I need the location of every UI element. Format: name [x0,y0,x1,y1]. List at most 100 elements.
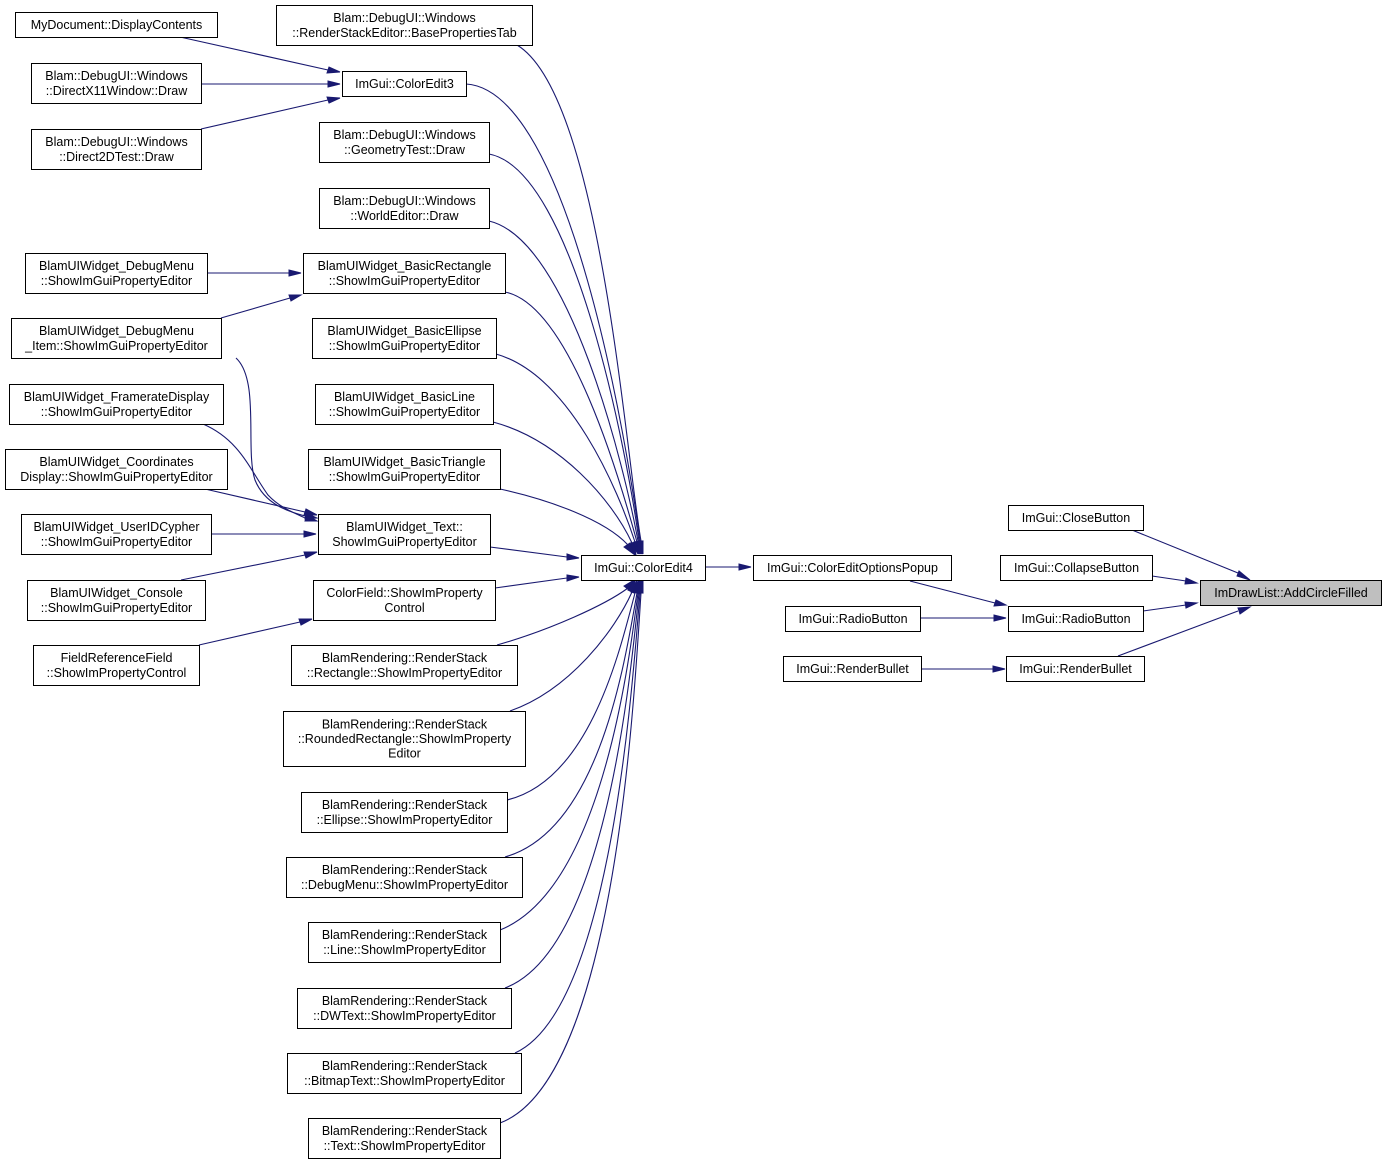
node-frameratedisplay[interactable]: BlamUIWidget_FramerateDisplay::ShowImGui… [9,384,224,425]
node-debugmenu_item[interactable]: BlamUIWidget_DebugMenu_Item::ShowImGuiPr… [11,318,222,359]
node-colorfield[interactable]: ColorField::ShowImPropertyControl [313,580,496,621]
node-label: ImGui::CollapseButton [1014,561,1139,575]
node-direct2dtest[interactable]: Blam::DebugUI::Windows::Direct2DTest::Dr… [31,129,202,170]
edge-rs_roundedrect-to-coloredit4 [509,578,636,712]
node-label: BlamUIWidget_BasicEllipse [327,324,481,338]
node-label: _Item::ShowImGuiPropertyEditor [24,339,208,353]
node-box [25,253,208,294]
node-radiobutton_l[interactable]: ImGui::RadioButton [785,606,921,632]
node-label: ImGui::ColorEdit3 [355,77,454,91]
node-label: BlamUIWidget_FramerateDisplay [24,390,210,404]
node-label: BlamRendering::RenderStack [322,1059,488,1073]
node-basicrectangle[interactable]: BlamUIWidget_BasicRectangle::ShowImGuiPr… [303,253,506,294]
node-label: BlamUIWidget_Coordinates [39,455,193,469]
node-label: BlamRendering::RenderStack [322,863,488,877]
node-renderbullet_l[interactable]: ImGui::RenderBullet [783,656,922,682]
node-label: ::RoundedRectangle::ShowImProperty [298,732,512,746]
node-debugmenu[interactable]: BlamUIWidget_DebugMenu::ShowImGuiPropert… [25,253,208,294]
edge-line [180,554,306,581]
edge-line [495,353,636,543]
edge-worldeditor-to-coloredit4 [488,220,641,555]
node-basictriangle[interactable]: BlamUIWidget_BasicTriangle::ShowImGuiPro… [308,449,501,490]
arrowhead-icon [326,66,341,74]
node-label: ShowImGuiPropertyEditor [332,535,477,549]
edge-text_widget-to-coloredit4 [489,546,580,561]
arrowhead-icon [636,579,644,594]
node-directx11[interactable]: Blam::DebugUI::Windows::DirectX11Window:… [31,63,202,104]
arrowhead-icon [1184,577,1199,585]
arrowhead-icon [298,618,313,626]
edge-line [200,99,329,130]
node-rs_text[interactable]: BlamRendering::RenderStack::Text::ShowIm… [308,1118,501,1159]
edge-closebutton-to-root [1131,529,1251,581]
node-box [297,988,512,1029]
node-rs_rectangle[interactable]: BlamRendering::RenderStack::Rectangle::S… [291,645,518,686]
node-box [9,384,224,425]
edge-directx11-to-coloredit3 [201,80,341,88]
node-coordinates[interactable]: BlamUIWidget_CoordinatesDisplay::ShowImG… [5,449,228,490]
edge-line [204,488,306,513]
node-rs_bitmaptext[interactable]: BlamRendering::RenderStack::BitmapText::… [287,1053,522,1094]
node-collapsebutton[interactable]: ImGui::CollapseButton [1000,555,1153,581]
node-basicellipse[interactable]: BlamUIWidget_BasicEllipse::ShowImGuiProp… [312,318,497,359]
node-geometrytest[interactable]: Blam::DebugUI::Windows::GeometryTest::Dr… [319,122,490,163]
node-box [15,12,218,38]
node-rs_roundedrect[interactable]: BlamRendering::RenderStack::RoundedRecta… [283,711,526,767]
node-label: ::Rectangle::ShowImPropertyEditor [307,666,502,680]
node-rs_line[interactable]: BlamRendering::RenderStack::Line::ShowIm… [308,922,501,963]
arrowhead-icon [993,614,1007,622]
node-coloreditoptionspopup[interactable]: ImGui::ColorEditOptionsPopup [753,555,952,581]
edge-line [516,44,642,542]
edge-collapsebutton-to-root [1151,575,1199,585]
arrowhead-icon [1236,570,1251,581]
edge-direct2dtest-to-coloredit3 [200,96,341,130]
node-label: ::ShowImGuiPropertyEditor [41,535,192,549]
node-label: Blam::DebugUI::Windows [333,194,475,208]
edge-coordinates-to-text_widget [204,488,318,516]
edge-debugmenu-to-basicrectangle [207,269,302,277]
edges-layer [179,36,1252,1124]
node-basepropertiestab[interactable]: Blam::DebugUI::Windows::RenderStackEdito… [276,5,533,46]
node-rs_dwtext[interactable]: BlamRendering::RenderStack::DWText::Show… [297,988,512,1029]
edge-basicrectangle-to-coloredit4 [504,291,640,555]
nodes-layer: ImDrawList::AddCircleFilled ImGui::CloseB… [5,5,1382,1159]
edge-renderbullet_l-to-renderbullet_r [921,665,1006,673]
edge-frameratedisplay-to-text_widget [202,423,319,522]
node-box [753,555,952,581]
node-coloredit4[interactable]: ImGui::ColorEdit4 [581,555,706,581]
node-rs_debugmenu[interactable]: BlamRendering::RenderStack::DebugMenu::S… [286,857,523,898]
node-closebutton[interactable]: ImGui::CloseButton [1008,505,1144,531]
node-box [31,63,202,104]
node-basicline[interactable]: BlamUIWidget_BasicLine::ShowImGuiPropert… [315,384,494,425]
node-label: ::RenderStackEditor::BasePropertiesTab [292,26,516,40]
edge-debugmenu_item-to-basicrectangle [220,294,303,319]
edge-rs_text-to-coloredit4 [499,579,644,1124]
node-box [286,857,523,898]
node-label: FieldReferenceField [61,651,173,665]
arrowhead-icon [288,269,302,277]
edge-rs_rectangle-to-coloredit4 [496,578,636,646]
arrowhead-icon [303,551,318,559]
node-console[interactable]: BlamUIWidget_Console::ShowImGuiPropertyE… [27,580,206,621]
node-label: ImGui::ColorEdit4 [594,561,693,575]
node-useridcypher[interactable]: BlamUIWidget_UserIDCypher::ShowImGuiProp… [21,514,212,555]
node-label: ::GeometryTest::Draw [344,143,466,157]
node-label: BlamRendering::RenderStack [322,651,488,665]
node-label: Editor [388,747,421,761]
node-label: ::ShowImPropertyControl [47,666,187,680]
edge-line [494,577,568,589]
node-mydocument[interactable]: MyDocument::DisplayContents [15,12,218,38]
node-radiobutton_r[interactable]: ImGui::RadioButton [1008,606,1144,632]
node-text_widget[interactable]: BlamUIWidget_Text::ShowImGuiPropertyEdit… [318,514,491,555]
node-fieldreference[interactable]: FieldReferenceField::ShowImPropertyContr… [33,645,200,686]
node-renderbullet_r[interactable]: ImGui::RenderBullet [1006,656,1145,682]
node-rs_ellipse[interactable]: BlamRendering::RenderStack::Ellipse::Sho… [301,792,508,833]
edge-line [1131,529,1239,574]
node-worldeditor[interactable]: Blam::DebugUI::Windows::WorldEditor::Dra… [319,188,490,229]
node-label: BlamUIWidget_DebugMenu [39,259,194,273]
node-root[interactable]: ImDrawList::AddCircleFilled [1200,580,1382,606]
arrowhead-icon [303,508,318,516]
node-coloredit3[interactable]: ImGui::ColorEdit3 [342,71,467,97]
node-label: MyDocument::DisplayContents [31,18,203,32]
